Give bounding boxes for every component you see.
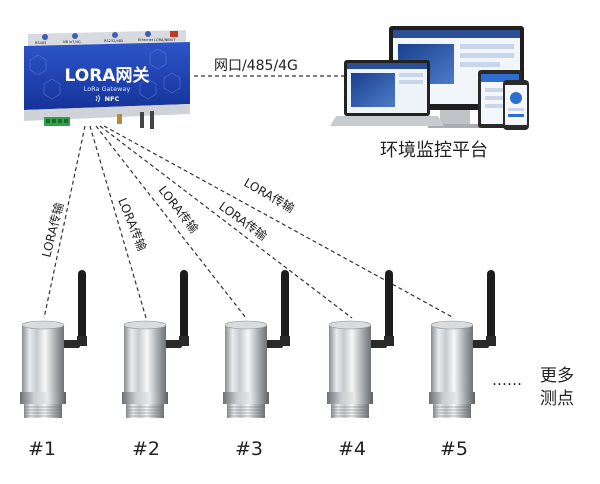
lora-sensor-node xyxy=(20,270,87,418)
terminal-block xyxy=(44,117,70,126)
platform-label: 环境监控平台 xyxy=(380,140,488,161)
sensor-label: #5 xyxy=(440,438,468,460)
gateway-port-label: NB IoT/4G xyxy=(63,40,81,44)
gateway-bottom-plate xyxy=(24,104,190,121)
lora-links xyxy=(43,125,455,319)
gateway-status-icons xyxy=(42,31,178,40)
monitoring-platform-devices xyxy=(330,26,529,130)
sensor-thread xyxy=(24,404,62,418)
smartphone xyxy=(503,80,529,130)
sensor-nut xyxy=(327,392,373,404)
lora-link-label: LORA传输 xyxy=(156,183,202,236)
sensor-thread xyxy=(227,404,265,418)
lora-link xyxy=(43,125,86,319)
sensor-antenna xyxy=(265,270,290,348)
sensor-body xyxy=(22,324,64,394)
laptop xyxy=(330,60,444,126)
gateway-title: LORA网关 xyxy=(65,65,150,86)
lora-link xyxy=(95,125,247,319)
sensor-thread xyxy=(433,404,471,418)
gateway-nfc-label: NFC xyxy=(105,95,120,103)
sensor-body xyxy=(431,324,473,394)
lora-link xyxy=(89,125,147,319)
gateway-body xyxy=(24,42,190,110)
lora-sensor-node xyxy=(122,270,189,418)
lora-link xyxy=(99,125,353,319)
lora-gateway: RS485 NB IoT/4G RS232/485 Ethernet LORA/… xyxy=(24,30,190,129)
lora-sensor-node xyxy=(327,270,394,418)
lora-sensor-node xyxy=(223,270,290,418)
lora-link-label: LORA传输 xyxy=(38,201,66,259)
lora-link-label: LORA传输 xyxy=(115,196,150,253)
sensor-nut xyxy=(122,392,168,404)
sensor-nut xyxy=(429,392,475,404)
lora-link xyxy=(103,125,455,319)
lora-sensor-node xyxy=(429,270,496,418)
sensor-thread xyxy=(126,404,164,418)
sensor-label: #2 xyxy=(132,438,160,460)
sensor-label: #3 xyxy=(235,438,263,460)
sensor-thread xyxy=(331,404,369,418)
sensor-nut xyxy=(20,392,66,404)
sensor-antenna xyxy=(369,270,394,348)
gateway-port-label: Ethernet LORA/NBIOT xyxy=(138,38,176,42)
sensor-label: #4 xyxy=(338,438,366,460)
gateway-antenna-connectors xyxy=(117,111,154,129)
gateway-port-label: RS485 xyxy=(35,41,46,45)
more-label-line2: 测点 xyxy=(540,389,574,409)
sensor-body xyxy=(329,324,371,394)
sensor-body xyxy=(124,324,166,394)
sensor-antenna xyxy=(62,270,87,348)
sensor-nut xyxy=(223,392,269,404)
uplink-label: 网口/485/4G xyxy=(214,58,298,74)
nfc-icon xyxy=(95,94,100,103)
gateway-port-label: RS232/485 xyxy=(104,39,123,43)
sensor-body xyxy=(225,324,267,394)
sensor-antenna xyxy=(471,270,496,348)
sensor-antenna xyxy=(164,270,189,348)
sensor-label: #1 xyxy=(28,438,56,460)
lora-link-label: LORA传输 xyxy=(242,175,298,216)
gateway-subtitle: LoRa Gateway xyxy=(84,85,131,93)
more-dots: …… xyxy=(492,371,522,389)
more-label-line1: 更多 xyxy=(540,366,574,386)
